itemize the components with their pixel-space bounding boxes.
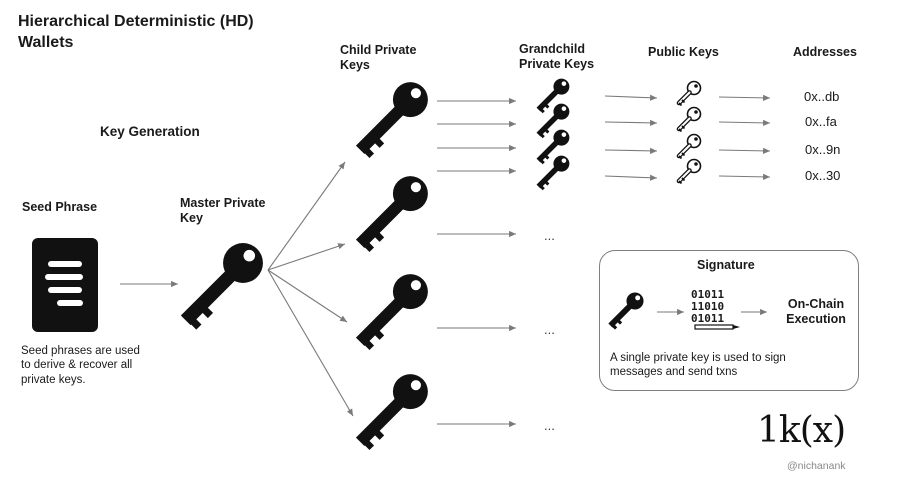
ellipsis-2: ... xyxy=(544,322,555,337)
grandchild-keys-header: Grandchild Private Keys xyxy=(519,42,595,71)
diagram-title: Hierarchical Deterministic (HD) Wallets xyxy=(18,13,254,51)
master-to-child-arrows xyxy=(267,161,354,417)
seed-phrase-label: Seed Phrase xyxy=(22,200,98,214)
public-key-icon-3 xyxy=(679,135,701,159)
grandchild-to-public-arrows xyxy=(604,94,658,181)
signature-panel xyxy=(599,250,859,391)
author-handle: @nichanank xyxy=(787,460,846,472)
ellipsis-1: ... xyxy=(544,228,555,243)
master-key-label: Master Private Key xyxy=(180,196,266,225)
ellipsis-3: ... xyxy=(544,418,555,433)
on-chain-execution-label: On-Chain Execution xyxy=(786,297,846,326)
address-1: 0x..db xyxy=(804,89,840,104)
public-key-icon-1 xyxy=(679,82,701,106)
child-to-grandchild-arrows xyxy=(437,97,516,428)
seed-phrase-description: Seed phrases are used to derive & recove… xyxy=(21,345,140,386)
binary-data-icon: 01011 11010 01011 xyxy=(691,288,725,325)
address-3: 0x..9n xyxy=(805,142,841,157)
master-key-icon xyxy=(189,243,263,327)
child-key-icon-4 xyxy=(363,374,427,448)
child-key-icon-2 xyxy=(363,176,427,250)
pencil-icon xyxy=(694,324,740,330)
addresses-header: Addresses xyxy=(793,45,857,59)
grandchild-key-icon-4 xyxy=(540,156,569,190)
child-key-icon-3 xyxy=(363,274,427,348)
address-2: 0x..fa xyxy=(805,114,837,129)
address-4: 0x..30 xyxy=(805,168,841,183)
key-generation-label: Key Generation xyxy=(100,124,200,139)
public-keys-header: Public Keys xyxy=(648,45,719,59)
brand-logo: 1k(x) xyxy=(757,410,846,451)
public-key-icon-2 xyxy=(679,108,701,132)
child-key-icon-1 xyxy=(363,82,427,156)
child-keys-header: Child Private Keys xyxy=(340,43,417,72)
document-icon xyxy=(32,238,98,332)
public-to-address-arrows xyxy=(718,94,771,180)
signature-description: A single private key is used to sign mes… xyxy=(610,352,786,379)
signature-title: Signature xyxy=(697,258,755,272)
public-key-icon-4 xyxy=(679,160,701,184)
